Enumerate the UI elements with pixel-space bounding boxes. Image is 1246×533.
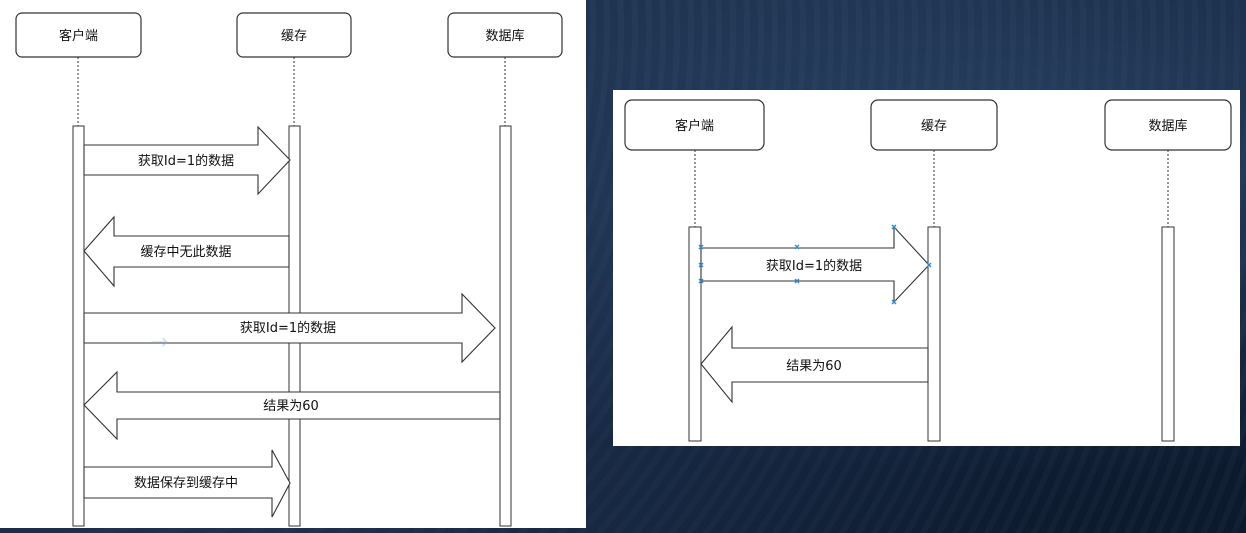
right-diagram-panel: 客户端 缓存 数据库 获取Id=1的数据 结果为60 (613, 90, 1240, 446)
participant-label-cache-right: 缓存 (921, 119, 947, 134)
participant-label-database: 数据库 (485, 28, 524, 44)
message-arrow-5 (83, 449, 291, 518)
activation-cache-right (927, 226, 941, 442)
right-sequence-diagram: 客户端 缓存 数据库 获取Id=1的数据 结果为60 (624, 99, 1232, 442)
message-arrow-right-1[interactable] (700, 225, 930, 304)
left-diagram-panel: 客户端 缓存 数据库 获取Id=1的数据 缓存中无此数据 获取Id=1的数据 结… (0, 0, 586, 528)
participant-label-client: 客户端 (59, 28, 98, 44)
activation-database (499, 125, 512, 527)
message-arrow-4 (83, 370, 501, 441)
message-label-right-1: 获取Id=1的数据 (766, 258, 862, 274)
message-label-4: 结果为60 (263, 399, 319, 414)
left-sequence-diagram: 客户端 缓存 数据库 获取Id=1的数据 缓存中无此数据 获取Id=1的数据 结… (15, 12, 563, 527)
activation-client-right (688, 226, 702, 442)
message-arrow-2 (83, 215, 290, 288)
participant-label-cache: 缓存 (281, 29, 307, 44)
message-label-3: 获取Id=1的数据 (240, 320, 336, 336)
participant-label-database-right: 数据库 (1148, 118, 1187, 134)
message-label-1: 获取Id=1的数据 (138, 153, 234, 169)
activation-client (72, 125, 85, 527)
message-label-2: 缓存中无此数据 (140, 245, 231, 260)
message-label-5: 数据保存到缓存中 (134, 476, 238, 491)
participant-label-client-right: 客户端 (675, 118, 714, 134)
message-arrow-right-2 (700, 325, 929, 404)
activation-database-right (1161, 226, 1175, 442)
message-arrow-3 (83, 292, 496, 364)
faint-arrow-icon: → (150, 330, 169, 355)
message-arrow-1 (83, 125, 291, 196)
message-label-right-2: 结果为60 (786, 359, 842, 374)
selection-handles[interactable] (698, 224, 932, 305)
